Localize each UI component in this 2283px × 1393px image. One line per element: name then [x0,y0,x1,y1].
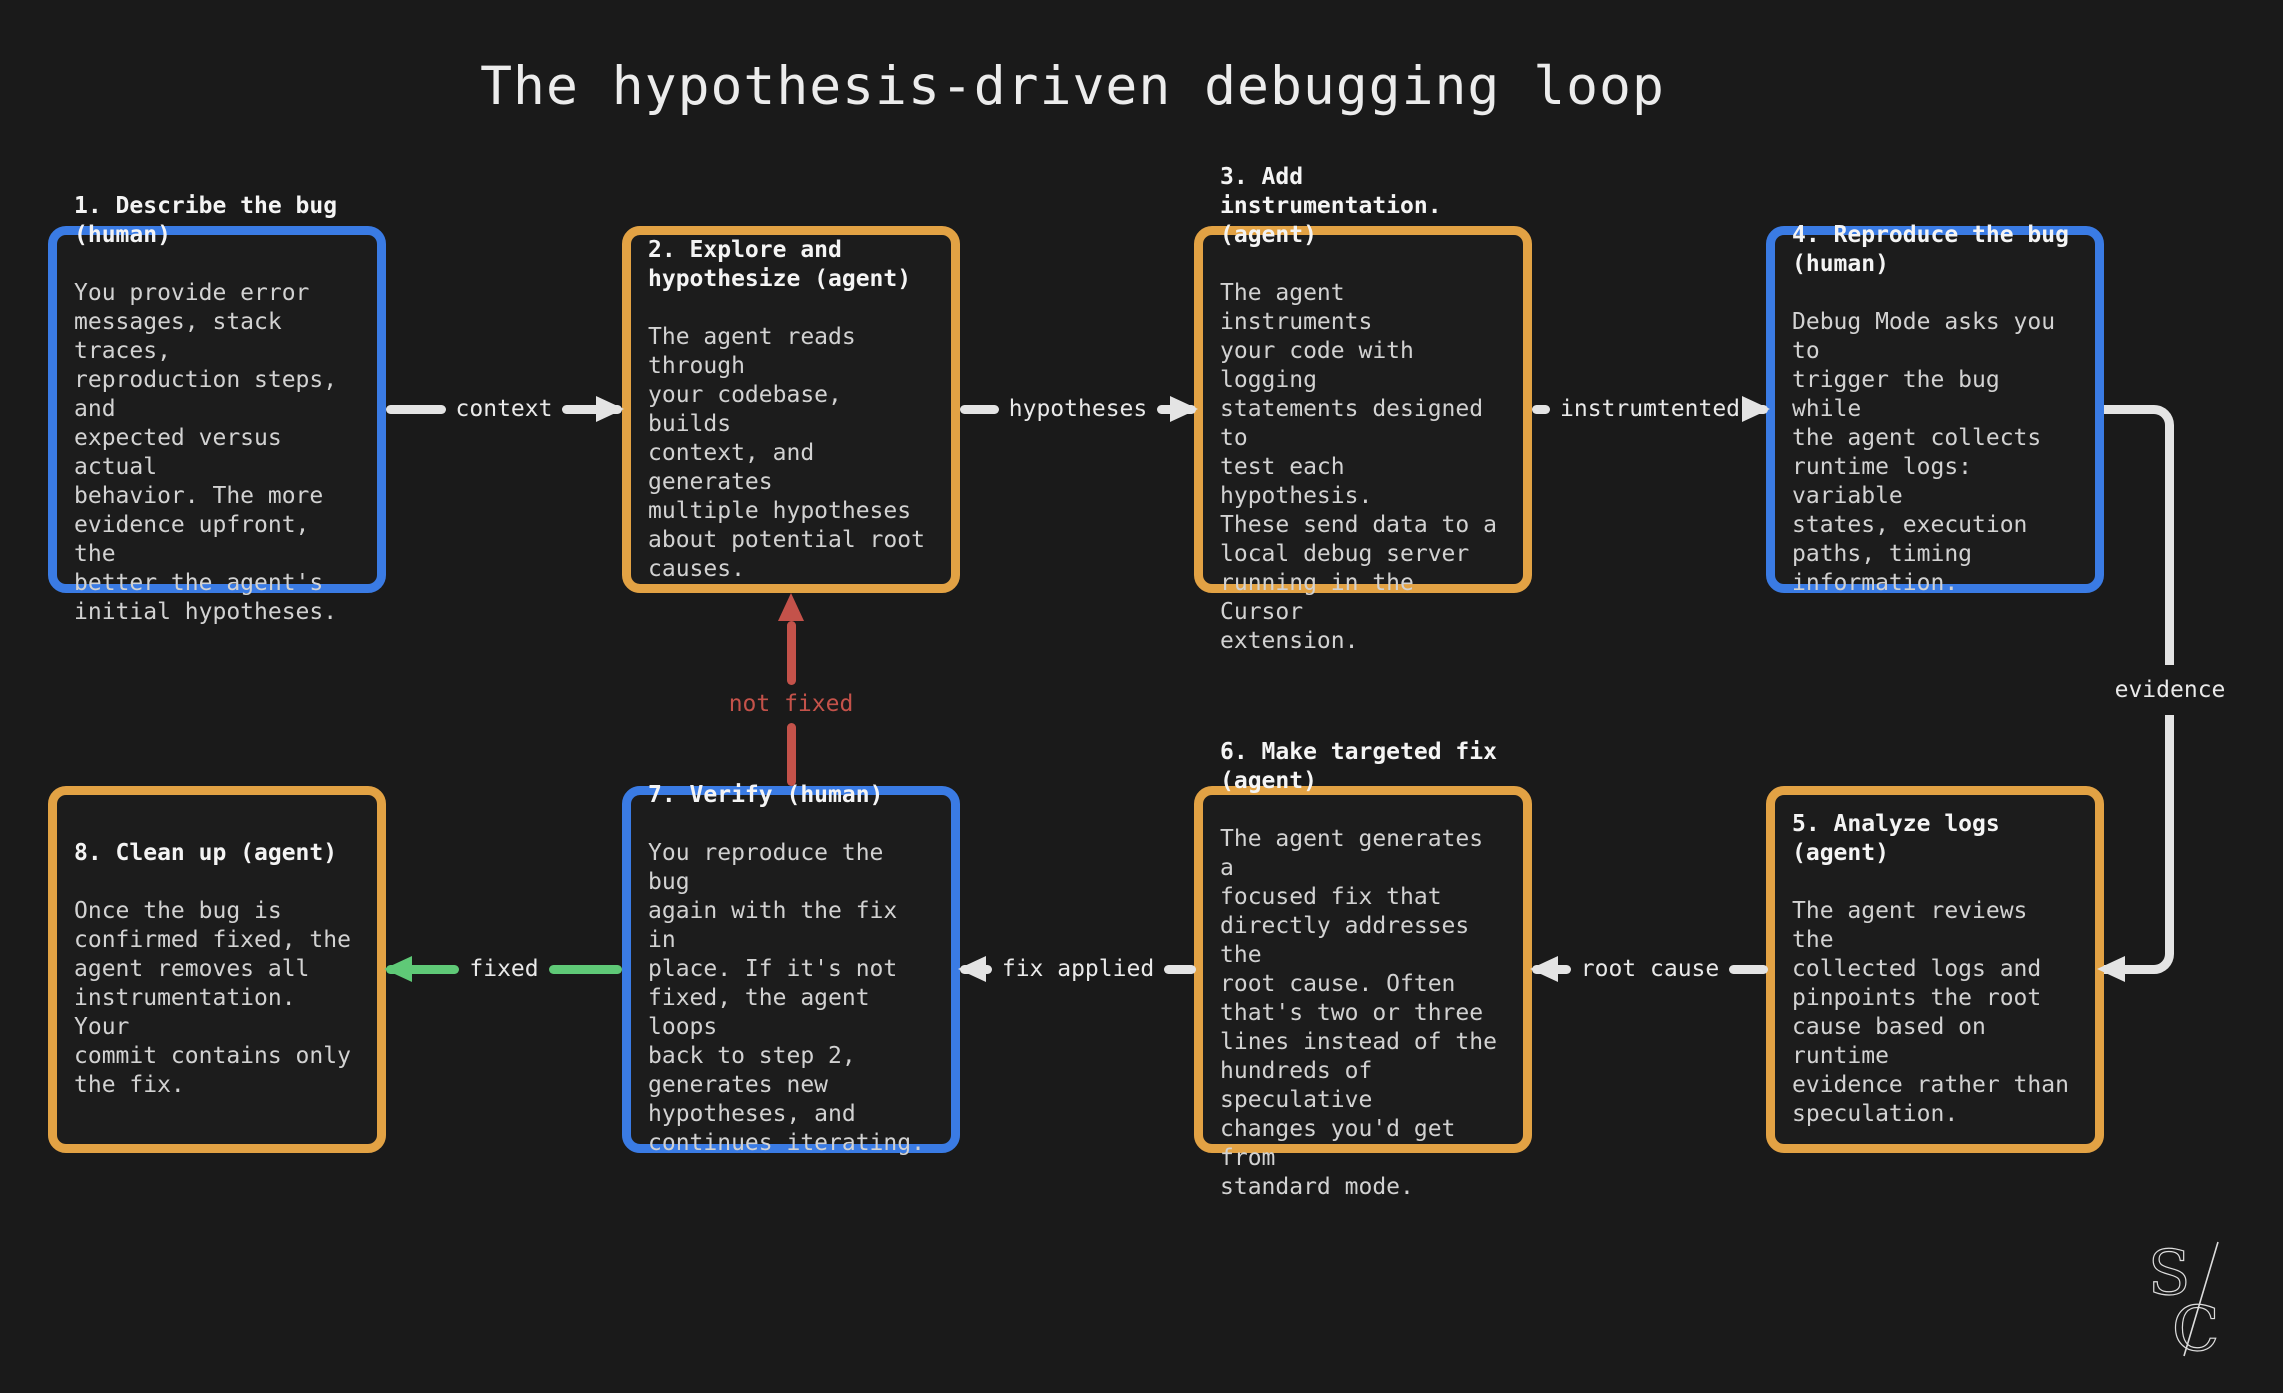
arrow-up-icon [778,593,804,621]
arrow-line [386,404,446,414]
step-4-reproduce-bug: 4. Reproduce the bug (human) Debug Mode … [1766,222,2104,596]
step-5-heading: 5. Analyze logs (agent) [1792,811,2000,866]
logo-letter-s: S [2148,1238,2190,1309]
step-7-body: You reproduce the bug again with the fix… [648,840,925,1156]
arrow-right-icon [1170,396,1198,422]
arrow-fixed-label: fixed [469,956,539,982]
arrow-line [386,964,460,974]
arrow-root-cause: root cause [1530,951,1769,987]
step-3-body: The agent instruments your code with log… [1220,280,1497,654]
step-8-clean-up: 8. Clean up (agent) Once the bug is conf… [48,786,386,1153]
arrow-left-icon [1530,956,1558,982]
arrow-hypotheses: hypotheses [960,391,1198,427]
arrow-line [562,404,622,414]
arrow-line [1532,404,1550,414]
step-6-heading: 6. Make targeted fix (agent) [1220,738,1497,794]
step-1-heading: 1. Describe the bug (human) [74,193,338,248]
arrow-fixed: fixed [384,951,622,987]
arrow-instrumented: instrumtented [1532,391,1770,427]
step-2-heading: 2. Explore and hypothesize (agent) [648,236,912,292]
step-6-make-targeted-fix: 6. Make targeted fix (agent) The agent g… [1194,739,1532,1200]
arrow-left-icon [2097,956,2125,982]
arrow-line [1729,964,1769,974]
step-3-heading: 3. Add instrumentation. (agent) [1220,164,1442,248]
step-1-body: You provide error messages, stack traces… [74,280,338,625]
arrow-right-icon [596,396,624,422]
arrow-right-icon [1742,396,1770,422]
logo-letter-c: C [2172,1292,2219,1360]
page-title: The hypothesis-driven debugging loop [480,56,1665,117]
step-1-describe-bug: 1. Describe the bug (human) You provide … [48,193,386,625]
arrow-line [786,621,796,685]
step-2-explore-hypothesize: 2. Explore and hypothesize (agent) The a… [622,226,960,593]
step-4-body: Debug Mode asks you to trigger the bug w… [1792,309,2056,596]
step-5-analyze-logs: 5. Analyze logs (agent) The agent review… [1766,786,2104,1153]
arrow-left-icon [384,956,412,982]
sc-logo: S C [2147,1238,2220,1360]
step-3-add-instrumentation: 3. Add instrumentation. (agent) The agen… [1194,164,1532,654]
step-4-heading: 4. Reproduce the bug (human) [1792,222,2069,277]
step-5-body: The agent reviews the collected logs and… [1792,898,2069,1127]
step-2-body: The agent reads through your codebase, b… [648,323,925,582]
arrow-not-fixed-label: not fixed [728,690,854,717]
arrow-left-icon [958,956,986,982]
arrow-line [960,404,999,414]
arrow-fix-applied-label: fix applied [1001,956,1155,982]
arrow-context: context [386,391,624,427]
step-7-verify: 7. Verify (human) You reproduce the bug … [622,782,960,1156]
step-8-heading: 8. Clean up (agent) [74,840,338,866]
arrow-hypotheses-label: hypotheses [1008,396,1148,422]
arrow-context-label: context [455,396,553,422]
arrow-fix-applied: fix applied [958,951,1197,987]
arrow-evidence-label: evidence [2112,665,2228,715]
arrow-line [1164,964,1197,974]
logo-slash [2183,1241,2219,1357]
arrow-root-cause-label: root cause [1580,956,1720,982]
arrow-not-fixed: not fixed [729,593,853,786]
arrow-instrumented-label: instrumtented [1560,396,1741,422]
arrow-line [548,964,622,974]
step-8-body: Once the bug is confirmed fixed, the age… [74,898,351,1098]
step-7-heading: 7. Verify (human) [648,782,884,808]
arrow-line [786,722,796,786]
step-6-body: The agent generates a focused fix that d… [1220,825,1497,1200]
